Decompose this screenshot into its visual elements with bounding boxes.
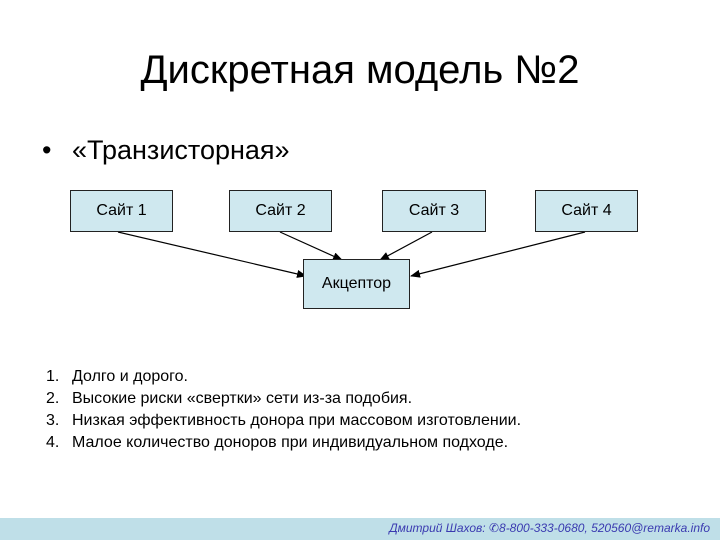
list-item: 1. Долго и дорого.	[46, 366, 521, 388]
drawbacks-list: 1. Долго и дорого. 2. Высокие риски «сверт…	[46, 366, 521, 454]
list-item: 4. Малое количество доноров при индивидуа…	[46, 432, 521, 454]
footer-bar	[0, 518, 720, 540]
footer-contact: Дмитрий Шахов: ✆8-800-333-0680, 520560@r…	[389, 521, 710, 535]
list-item-text: Низкая эффективность донора при массовом…	[72, 412, 522, 429]
arrow-site-2-to-acceptor	[279, 231, 343, 261]
acceptor-box: Акцептор	[303, 259, 410, 309]
site-3-label: Сайт 3	[408, 202, 460, 219]
bullet-dot: •	[42, 135, 52, 165]
bullet-text: «Транзисторная»	[72, 135, 290, 165]
site-1-label: Сайт 1	[96, 202, 147, 219]
site-2-box: Сайт 2	[229, 190, 332, 232]
arrow-site-1-to-acceptor	[117, 231, 307, 278]
list-item-text: Высокие риски «свертки» сети из-за подоб…	[72, 390, 413, 407]
list-item: 3. Низкая эффективность донора при массов…	[46, 410, 521, 432]
site-3-box: Сайт 3	[382, 190, 486, 232]
list-item-text: Долго и дорого.	[72, 368, 188, 385]
arrow-site-3-to-acceptor	[379, 231, 433, 261]
list-item-number: 1.	[46, 368, 60, 385]
list-item: 2. Высокие риски «свертки» сети из-за под…	[46, 388, 521, 410]
site-4-label: Сайт 4	[561, 202, 612, 219]
list-item-text: Малое количество доноров при индивидуаль…	[72, 434, 509, 451]
acceptor-label: Акцептор	[321, 275, 392, 292]
site-2-label: Сайт 2	[255, 202, 306, 219]
list-item-number: 4.	[46, 434, 60, 451]
arrow-site-4-to-acceptor	[410, 231, 586, 278]
slide-title: Дискретная модель №2	[140, 48, 580, 92]
list-item-number: 3.	[46, 412, 60, 429]
site-1-box: Сайт 1	[70, 190, 173, 232]
list-item-number: 2.	[46, 390, 60, 407]
bullet-item: • «Транзисторная»	[42, 133, 290, 167]
site-4-box: Сайт 4	[535, 190, 638, 232]
